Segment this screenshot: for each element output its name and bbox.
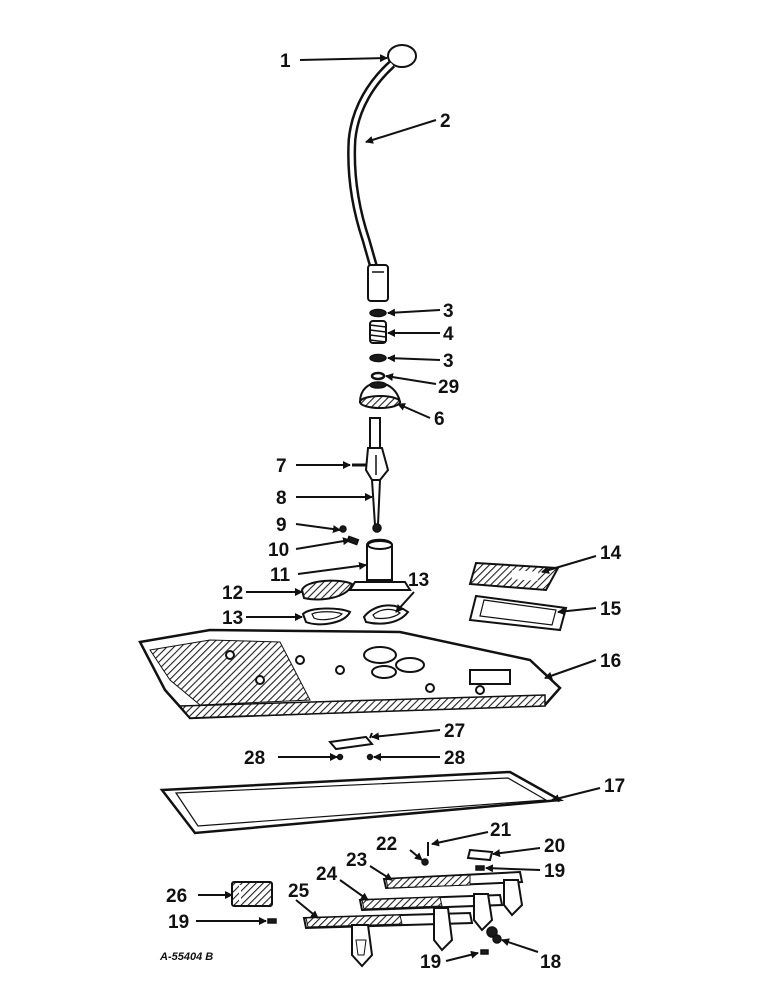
callout-24: 24 <box>316 864 338 885</box>
shift-knob <box>387 44 417 68</box>
ball-18 <box>486 926 502 944</box>
callout-10: 10 <box>268 540 289 561</box>
spring-19-upper <box>475 865 485 871</box>
callout-23: 23 <box>346 850 367 871</box>
callout-25: 25 <box>288 881 310 902</box>
dust-cap <box>358 381 402 409</box>
cover-gasket-17 <box>159 770 565 835</box>
shift-rail-25 <box>302 911 474 930</box>
callout-1: 1 <box>280 51 291 72</box>
callout-7: 7 <box>276 456 287 477</box>
washer-upper <box>369 308 387 318</box>
set-screw <box>339 525 347 533</box>
interlock-plate-27 <box>328 732 374 751</box>
callout-9: 9 <box>276 515 287 536</box>
drawing-code: A-55404 B <box>159 951 213 963</box>
callout-28-right: 28 <box>444 748 465 769</box>
washer-lower <box>369 353 387 363</box>
callout-6: 6 <box>434 409 445 430</box>
shift-rail-23 <box>382 870 524 890</box>
callout-15: 15 <box>600 599 622 620</box>
callout-19-left: 19 <box>168 912 189 933</box>
gasket-13-right <box>362 604 410 625</box>
callout-19-upper: 19 <box>544 861 565 882</box>
spring-19-left <box>267 918 277 924</box>
callout-27: 27 <box>444 721 465 742</box>
shift-lever <box>347 60 396 302</box>
callout-2: 2 <box>440 111 451 132</box>
spring <box>369 320 387 344</box>
interlock-20 <box>466 848 494 862</box>
callout-14: 14 <box>600 543 622 564</box>
screw-28-left <box>336 753 344 761</box>
callout-3-upper: 3 <box>443 301 454 322</box>
callout-22: 22 <box>376 834 397 855</box>
poppet-22 <box>421 858 429 866</box>
callout-19-bottom: 19 <box>420 952 441 973</box>
callout-13-right: 13 <box>408 570 429 591</box>
gasket-15 <box>468 594 568 632</box>
screw-28-right <box>366 753 374 761</box>
lever-housing <box>348 538 412 591</box>
callout-18: 18 <box>540 952 561 973</box>
spring-19-bottom <box>480 949 489 955</box>
callout-16: 16 <box>600 651 621 672</box>
retaining-ring <box>370 371 386 381</box>
callout-12: 12 <box>222 583 243 604</box>
callout-29: 29 <box>438 377 459 398</box>
callout-4: 4 <box>443 324 454 345</box>
callout-20: 20 <box>544 836 565 857</box>
callout-21: 21 <box>490 820 512 841</box>
leader-lines <box>196 54 601 962</box>
callout-17: 17 <box>604 776 625 797</box>
callout-28-left: 28 <box>244 748 265 769</box>
gasket-13-left <box>301 607 352 626</box>
lower-lever <box>364 417 390 533</box>
cover-plate-14 <box>468 561 560 592</box>
gasket-12 <box>300 579 354 601</box>
shift-rail-24 <box>358 893 504 912</box>
callout-8: 8 <box>276 488 287 509</box>
shift-forks <box>351 879 524 968</box>
transmission-cover-16 <box>138 628 562 720</box>
poppet-block-26 <box>231 881 273 907</box>
callout-3-lower: 3 <box>443 351 454 372</box>
callout-11: 11 <box>270 565 291 586</box>
callout-13-left: 13 <box>222 608 243 629</box>
callout-labels: 1 2 3 4 3 29 6 7 8 9 10 11 12 13 13 14 1… <box>159 51 625 973</box>
callout-26: 26 <box>166 886 187 907</box>
